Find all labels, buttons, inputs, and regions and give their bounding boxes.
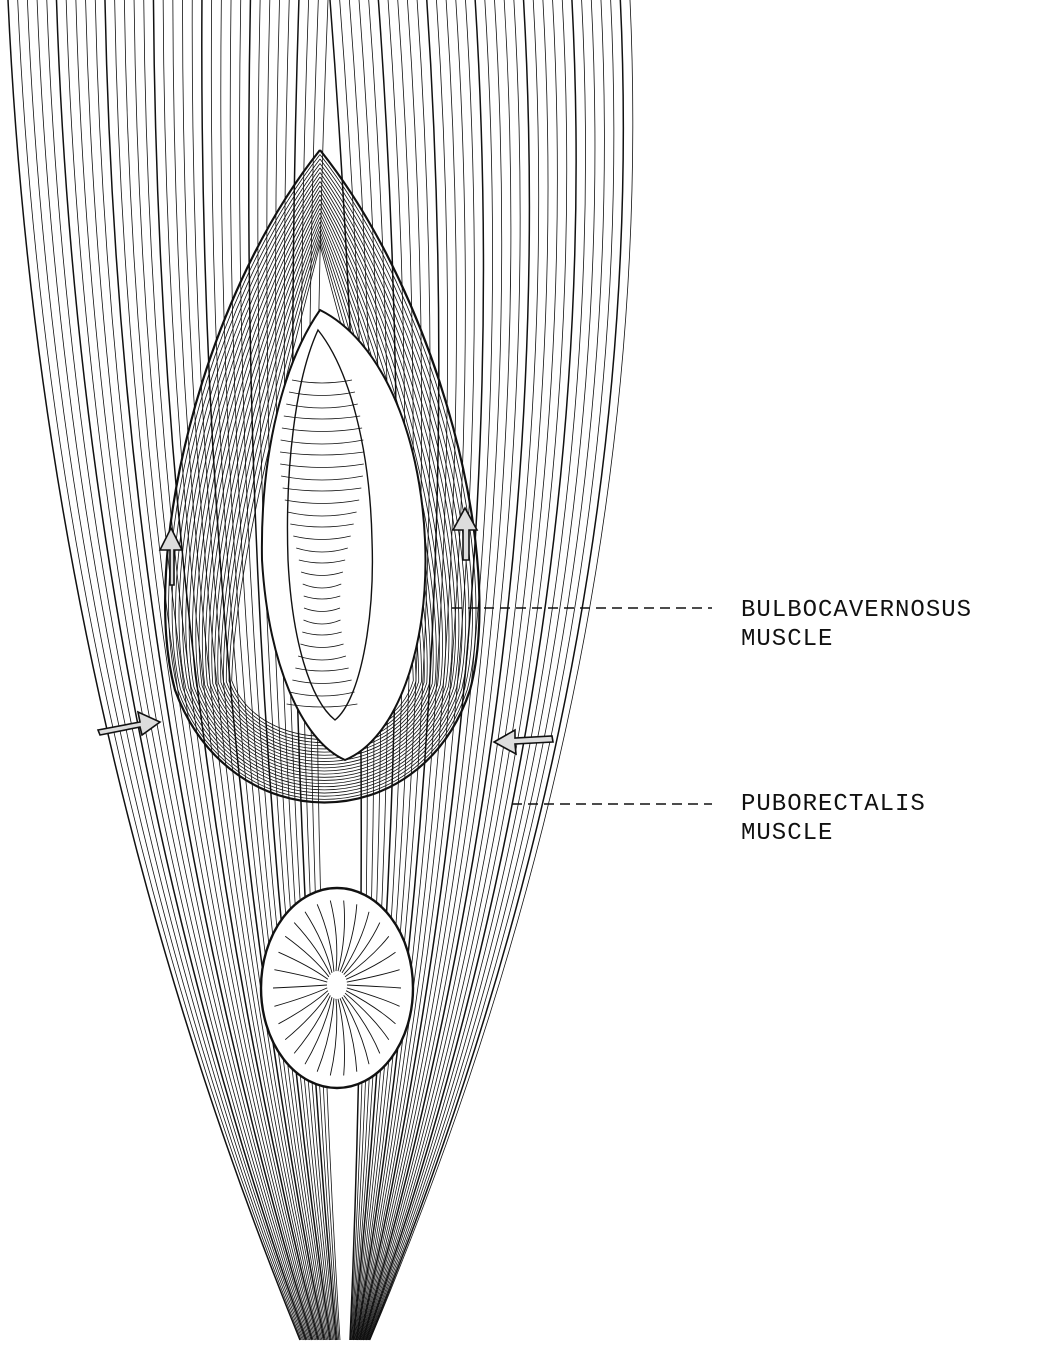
anal-opening xyxy=(261,888,413,1088)
puborectalis-label-line1: PUBORECTALIS xyxy=(741,790,926,819)
bulbocavernosus-muscle-label: BULBOCAVERNOSUS MUSCLE xyxy=(741,596,972,654)
puborectalis-muscle-label: PUBORECTALIS MUSCLE xyxy=(741,790,926,848)
bulbocavernosus-label-line1: BULBOCAVERNOSUS xyxy=(741,596,972,625)
bulbocavernosus-label-line2: MUSCLE xyxy=(741,625,972,654)
vaginal-opening xyxy=(262,310,426,760)
puborectalis-label-line2: MUSCLE xyxy=(741,819,926,848)
